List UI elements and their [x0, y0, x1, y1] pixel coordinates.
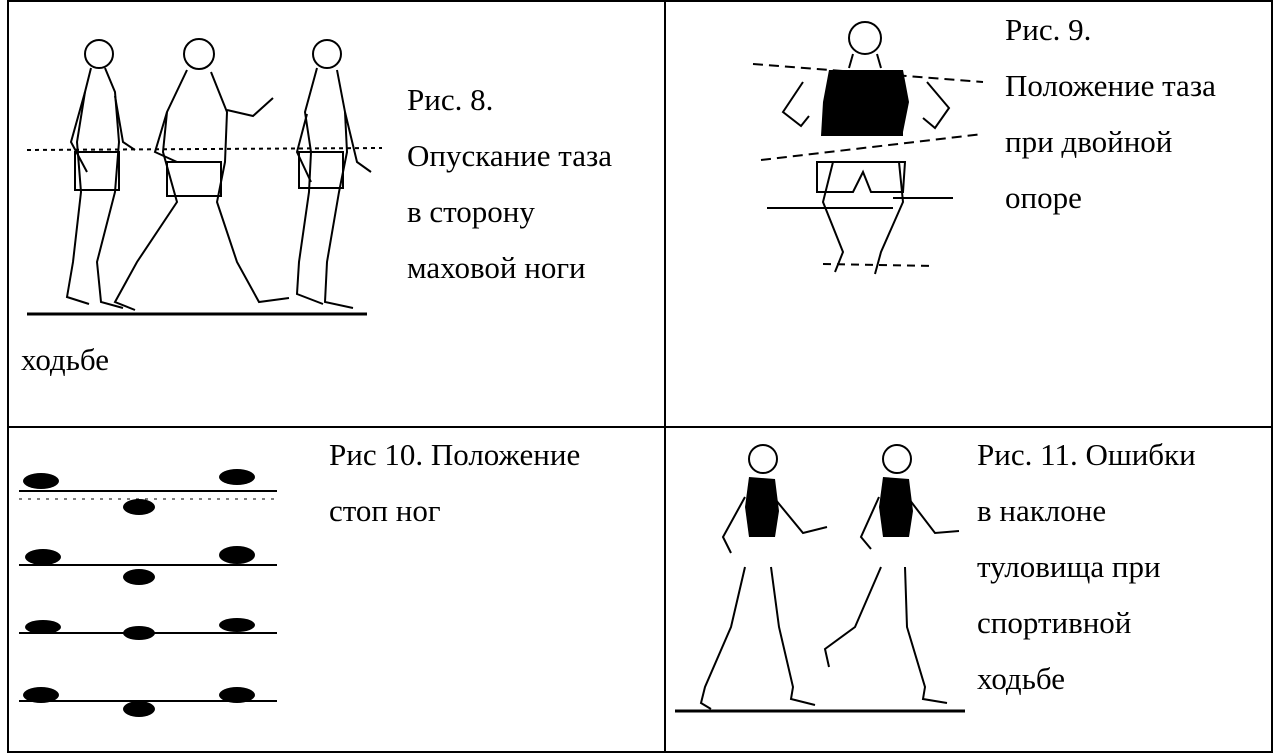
foot-placement-rows-figure — [19, 457, 279, 727]
fig9-caption-line: при двойной — [1005, 114, 1216, 170]
fig8-caption: Рис. 8. Опускание таза в сторону маховой… — [407, 72, 612, 296]
fig8-caption-line: Опускание таза — [407, 128, 612, 184]
two-walkers-trunk-lean-figure — [675, 437, 965, 717]
fig8-caption-line: Рис. 8. — [407, 72, 612, 128]
fig8-caption-line: маховой ноги — [407, 240, 612, 296]
fig9-caption-line: Рис. 9. — [1005, 2, 1216, 58]
fig10-caption-line: стоп ног — [329, 483, 580, 539]
fig10-caption: Рис 10. Положение стоп ног — [329, 427, 580, 539]
fig11-caption: Рис. 11. Ошибки в наклоне туловища при с… — [977, 427, 1196, 707]
fig9-caption-line: опоре — [1005, 170, 1216, 226]
fig11-caption-line: Рис. 11. Ошибки — [977, 427, 1196, 483]
fig10-caption-line: Рис 10. Положение — [329, 427, 580, 483]
fig11-caption-line: в наклоне — [977, 483, 1196, 539]
fig8-footer-text: ходьбе — [21, 332, 109, 388]
fig9-caption: Рис. 9. Положение таза при двойной опоре — [1005, 2, 1216, 226]
table-cell-fig11: Рис. 11. Ошибки в наклоне туловища при с… — [664, 426, 1273, 753]
table-cell-fig10: Рис 10. Положение стоп ног — [7, 426, 666, 753]
front-view-walker-figure — [753, 12, 983, 282]
fig11-caption-line: спортивной — [977, 595, 1196, 651]
three-walkers-pelvis-line-figure — [27, 32, 387, 322]
table-cell-fig9: Рис. 9. Положение таза при двойной опоре — [664, 0, 1273, 428]
fig11-caption-line: туловища при — [977, 539, 1196, 595]
table-cell-fig8: Рис. 8. Опускание таза в сторону маховой… — [7, 0, 666, 428]
fig9-caption-line: Положение таза — [1005, 58, 1216, 114]
fig8-caption-line: в сторону — [407, 184, 612, 240]
fig11-caption-line: ходьбе — [977, 651, 1196, 707]
